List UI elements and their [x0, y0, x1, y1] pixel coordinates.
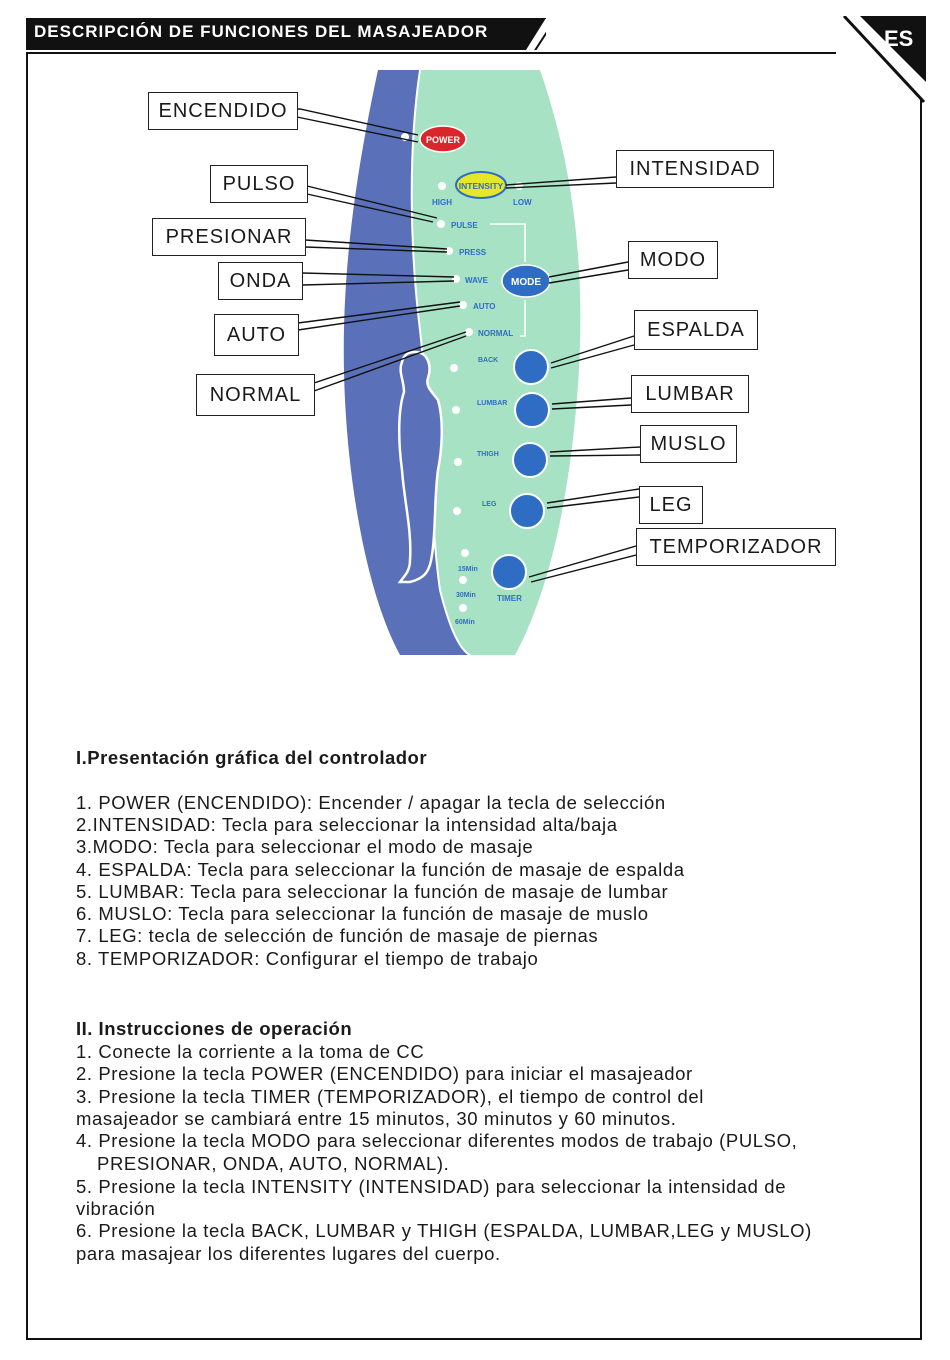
wave-label: WAVE	[465, 276, 489, 285]
section-1-line: 5. LUMBAR: Tecla para seleccionar la fun…	[76, 881, 669, 902]
callout-leg: LEG	[639, 486, 703, 524]
timer-60-label: 60Min	[455, 619, 475, 626]
section-2-line: masajeador se cambiará entre 15 minutos,…	[76, 1108, 677, 1129]
lumbar-panel-label: LUMBAR	[477, 400, 507, 407]
power-key-label: POWER	[426, 135, 461, 145]
callout-presionar: PRESIONAR	[152, 218, 306, 256]
section-2-line: 2. Presione la tecla POWER (ENCENDIDO) p…	[76, 1063, 693, 1084]
back-led	[450, 364, 458, 372]
section-2-line: 1. Conecte la corriente a la toma de CC	[76, 1041, 425, 1062]
back-button	[513, 349, 549, 385]
section-1-line: 7. LEG: tecla de selección de función de…	[76, 925, 599, 946]
timer-15-label: 15Min	[458, 566, 478, 573]
mode-key-label: MODE	[511, 277, 541, 288]
callout-onda: ONDA	[218, 262, 303, 300]
section-2-line: 4. Presione la tecla MODO para seleccion…	[76, 1130, 798, 1151]
section-1-line: 6. MUSLO: Tecla para seleccionar la func…	[76, 903, 649, 924]
frame-bottom	[26, 1338, 922, 1340]
timer-60-led	[459, 604, 467, 612]
section-2-line: 5. Presione la tecla INTENSITY (INTENSID…	[76, 1176, 787, 1197]
language-tab	[842, 16, 926, 104]
thigh-label: THIGH	[477, 451, 499, 458]
section-1-heading: I.Presentación gráfica del controlador	[76, 747, 428, 768]
section-2-heading: II. Instrucciones de operación	[76, 1018, 353, 1039]
timer-button	[491, 554, 527, 590]
section-1-line: 8. TEMPORIZADOR: Configurar el tiempo de…	[76, 948, 539, 969]
body-silhouette	[397, 350, 444, 584]
press-label: PRESS	[459, 248, 487, 257]
leg-button	[509, 493, 545, 529]
section-1-line: 4. ESPALDA: Tecla para seleccionar la fu…	[76, 859, 685, 880]
thigh-button	[512, 442, 548, 478]
frame-right	[920, 100, 922, 1340]
high-led	[438, 182, 446, 190]
frame-top	[26, 52, 836, 54]
power-button	[419, 125, 467, 153]
callout-lumbar: LUMBAR	[631, 375, 749, 413]
language-code: ES	[884, 26, 914, 51]
section-2-line: 3. Presione la tecla TIMER (TEMPORIZADOR…	[76, 1086, 704, 1107]
section-1-line: 3.MODO: Tecla para seleccionar el modo d…	[76, 836, 534, 857]
section-2-line: para masajear los diferentes lugares del…	[76, 1243, 501, 1264]
leg-led	[453, 507, 461, 515]
controller-diagram: POWER INTENSITY HIGH LOW PULSE PRESS WAV…	[296, 69, 641, 656]
press-led	[445, 247, 453, 255]
lumbar-button	[514, 392, 550, 428]
leg-panel-label: LEG	[482, 501, 497, 508]
timer-30-label: 30Min	[456, 592, 476, 599]
timer-30-led	[459, 576, 467, 584]
header-bar	[26, 18, 546, 50]
frame-left	[26, 52, 28, 1340]
wave-led	[452, 275, 460, 283]
callout-normal: NORMAL	[196, 374, 315, 416]
intensity-key-label: INTENSITY	[459, 181, 504, 191]
section-1-line: 1. POWER (ENCENDIDO): Encender / apagar …	[76, 792, 666, 813]
normal-label: NORMAL	[478, 329, 513, 338]
callout-temporizador: TEMPORIZADOR	[636, 528, 836, 566]
back-label: BACK	[478, 357, 498, 364]
normal-led	[465, 328, 473, 336]
callout-espalda: ESPALDA	[634, 310, 758, 350]
low-label: LOW	[513, 198, 532, 207]
section-2-line: PRESIONAR, ONDA, AUTO, NORMAL).	[97, 1153, 450, 1174]
section-1-line: 2.INTENSIDAD: Tecla para seleccionar la …	[76, 814, 618, 835]
callout-auto: AUTO	[214, 314, 299, 356]
timer-15-led	[461, 549, 469, 557]
callout-pulso: PULSO	[210, 165, 308, 203]
thigh-led	[454, 458, 462, 466]
section-2-line: 6. Presione la tecla BACK, LUMBAR y THIG…	[76, 1220, 812, 1241]
callout-muslo: MUSLO	[640, 425, 737, 463]
callout-encendido: ENCENDIDO	[148, 92, 298, 130]
auto-label: AUTO	[473, 302, 496, 311]
page-title: DESCRIPCIÓN DE FUNCIONES DEL MASAJEADOR	[34, 22, 489, 41]
lumbar-led	[452, 406, 460, 414]
timer-key-label: TIMER	[497, 594, 522, 603]
callout-modo: MODO	[628, 241, 718, 279]
auto-led	[459, 301, 467, 309]
pulse-led	[437, 220, 445, 228]
pulse-label: PULSE	[451, 221, 478, 230]
callout-intensidad: INTENSIDAD	[616, 150, 774, 188]
high-label: HIGH	[432, 198, 452, 207]
section-2-line: vibración	[76, 1198, 156, 1219]
mode-button	[501, 264, 551, 298]
